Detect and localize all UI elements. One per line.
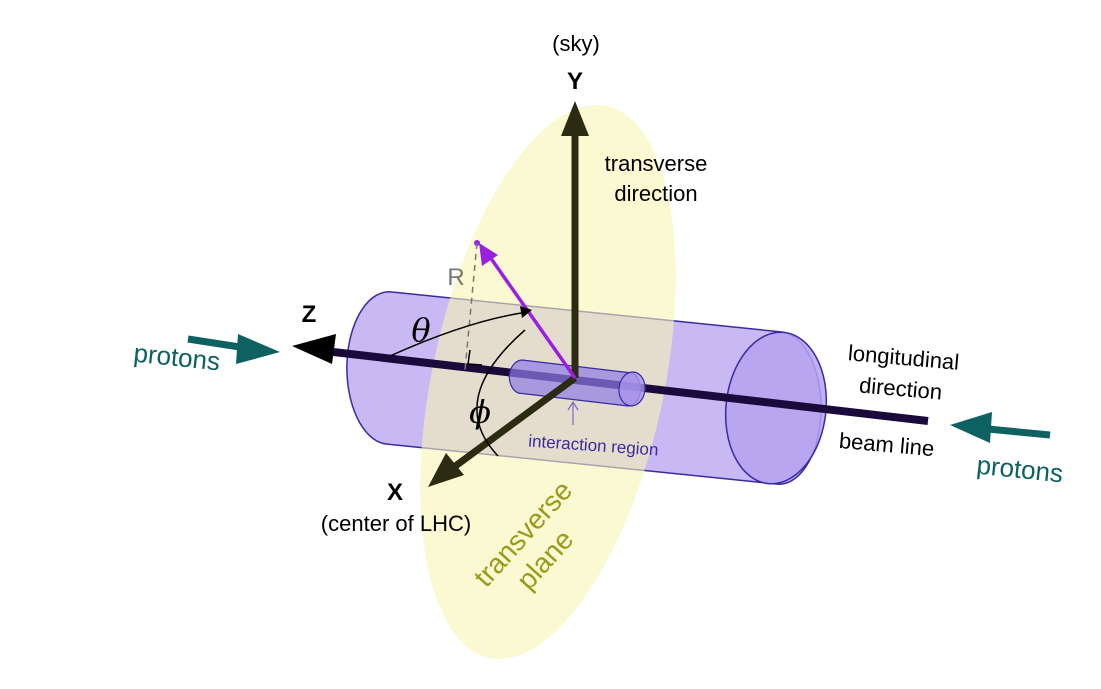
interaction-pointer-head <box>567 400 579 411</box>
proton-arrow-right <box>987 425 1051 439</box>
proton-arrow-left-head <box>236 334 280 364</box>
center-of-lhc-label: (center of LHC) <box>321 511 471 536</box>
protons-right-label: protons <box>975 450 1064 489</box>
proton-arrow-right-head <box>950 412 992 443</box>
longitudinal-direction-label-2: direction <box>858 372 943 404</box>
beam-line-label: beam line <box>838 428 935 461</box>
phi-label: ϕ <box>469 393 491 431</box>
right-angle-marker <box>467 349 483 366</box>
x-axis-label: X <box>387 479 403 506</box>
phi-arc <box>476 329 526 457</box>
theta-label: θ <box>411 311 430 349</box>
transverse-direction-label-1: transverse <box>605 151 708 176</box>
r-label: R <box>447 264 464 291</box>
momentum-vector-arrowhead <box>479 243 498 266</box>
sky-label: (sky) <box>552 31 600 56</box>
interaction-region-cylinder <box>508 359 646 407</box>
theta-arc <box>389 311 529 357</box>
transverse-direction-label-2: direction <box>614 181 697 206</box>
momentum-vector <box>488 255 577 380</box>
longitudinal-direction-label-1: longitudinal <box>847 340 960 375</box>
y-axis-arrowhead <box>561 101 589 136</box>
x-axis <box>447 375 578 473</box>
theta-arc-arrowhead <box>520 306 532 318</box>
x-axis-arrowhead <box>428 453 464 487</box>
z-axis-arrowhead <box>292 334 336 364</box>
z-axis-label: Z <box>302 301 317 328</box>
proton-arrow-left <box>187 335 247 352</box>
cylinder-end-cap <box>724 331 828 485</box>
y-axis-label: Y <box>567 68 583 95</box>
